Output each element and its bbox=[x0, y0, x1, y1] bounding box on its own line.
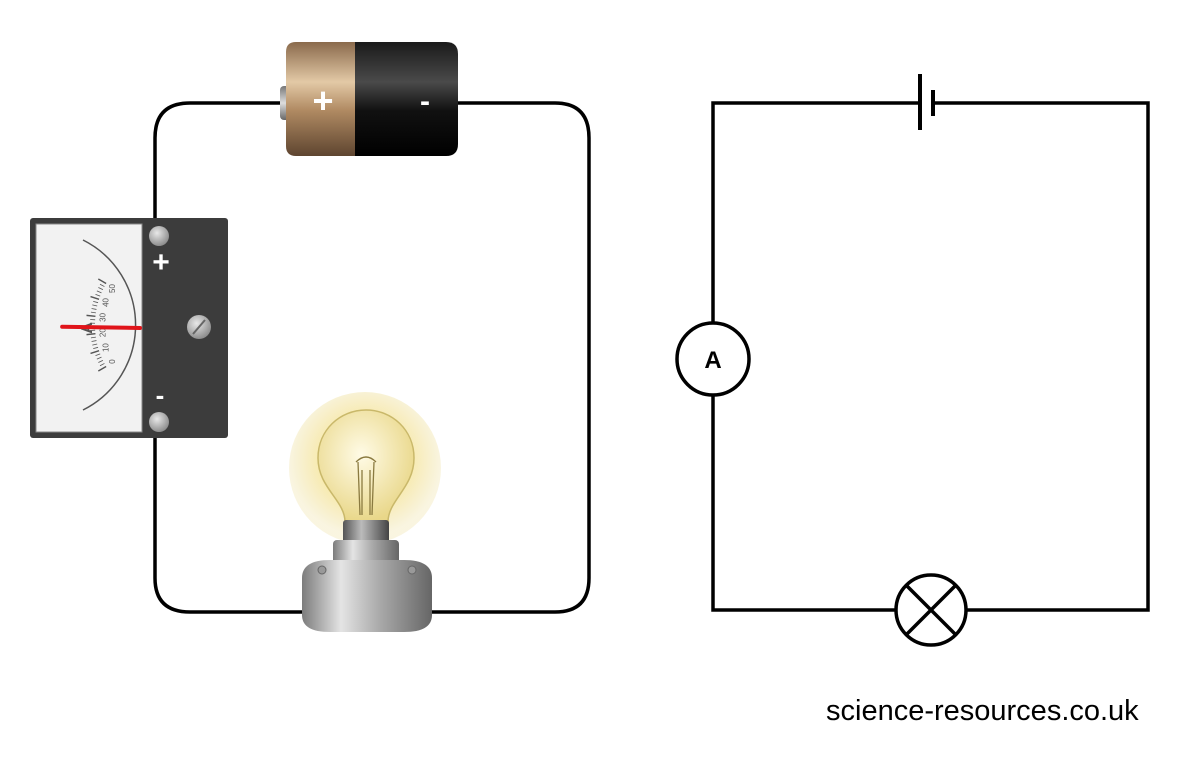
ammeter-scale-tick bbox=[97, 365, 107, 372]
ammeter-scale-tick bbox=[98, 287, 104, 291]
ammeter-scale-arc bbox=[82, 239, 137, 411]
ammeter-scale-tick bbox=[99, 283, 105, 287]
ammeter-symbol: A bbox=[675, 321, 751, 397]
bulb-filament bbox=[355, 456, 377, 516]
ammeter-scale-tick bbox=[90, 311, 96, 314]
ammeter-scale-tick bbox=[92, 304, 98, 307]
ammeter-scale-tick bbox=[95, 353, 101, 357]
battery-negative-label: - bbox=[420, 85, 430, 118]
ammeter-scale-labels: 0 10 20 30 40 50 bbox=[98, 284, 116, 364]
ammeter-scale-tick bbox=[93, 300, 99, 304]
cell-symbol bbox=[918, 74, 935, 130]
ammeter-scale-tick bbox=[96, 356, 102, 360]
ammeter-adjust-screw-icon bbox=[187, 315, 211, 339]
ammeter-scale-tick bbox=[97, 278, 107, 285]
ammeter-scale-label: 20 bbox=[98, 328, 107, 337]
ammeter-scale-label: 30 bbox=[98, 312, 107, 321]
ammeter-scale-tick bbox=[91, 308, 97, 310]
ammeter-scale-tick bbox=[92, 343, 98, 346]
ammeter-scale-label: 10 bbox=[102, 343, 111, 352]
holder-screw-right-icon bbox=[407, 565, 417, 575]
light-bulb bbox=[289, 392, 441, 632]
lamp-symbol bbox=[894, 573, 968, 647]
holder-screw-left-icon bbox=[317, 565, 327, 575]
battery-negative-half bbox=[355, 42, 458, 156]
ammeter-scale-tick bbox=[98, 359, 104, 363]
ammeter-scale-tick bbox=[90, 349, 100, 355]
battery: + - bbox=[280, 42, 458, 156]
ammeter-scale-tick bbox=[96, 290, 102, 294]
diagram-wire bbox=[711, 101, 1150, 612]
ammeter-needle bbox=[60, 324, 142, 330]
circuit-diagram: A bbox=[675, 74, 1150, 647]
ammeter-scale-label: 50 bbox=[108, 284, 117, 293]
ammeter-scale-tick bbox=[93, 346, 99, 350]
battery-positive-label: + bbox=[312, 80, 333, 121]
ammeter-negative-label: - bbox=[156, 380, 165, 410]
credit-text: science-resources.co.uk bbox=[826, 695, 1139, 727]
ammeter-scale-tick bbox=[90, 336, 96, 339]
ammeter-scale-tick bbox=[91, 340, 97, 342]
battery-positive-half bbox=[286, 42, 357, 156]
ammeter-negative-terminal bbox=[149, 412, 169, 432]
bulb-screw-base bbox=[343, 520, 389, 546]
bulb-holder-base bbox=[302, 560, 432, 632]
ammeter-scale-tick bbox=[95, 293, 101, 297]
wire-loop bbox=[153, 101, 591, 614]
ammeter-scale-tick bbox=[99, 363, 105, 367]
ammeter-positive-terminal bbox=[149, 226, 169, 246]
ammeter-symbol-label: A bbox=[704, 347, 721, 374]
ammeter-scale-label: 40 bbox=[102, 297, 111, 306]
ammeter-scale-tick bbox=[90, 295, 100, 301]
ammeter-scale-tick bbox=[86, 314, 96, 318]
ammeter-scale-label: 0 bbox=[108, 359, 117, 364]
ammeter-scale-tick bbox=[86, 332, 96, 336]
bulb-glass bbox=[317, 409, 415, 523]
ammeter-positive-label: + bbox=[152, 246, 170, 279]
